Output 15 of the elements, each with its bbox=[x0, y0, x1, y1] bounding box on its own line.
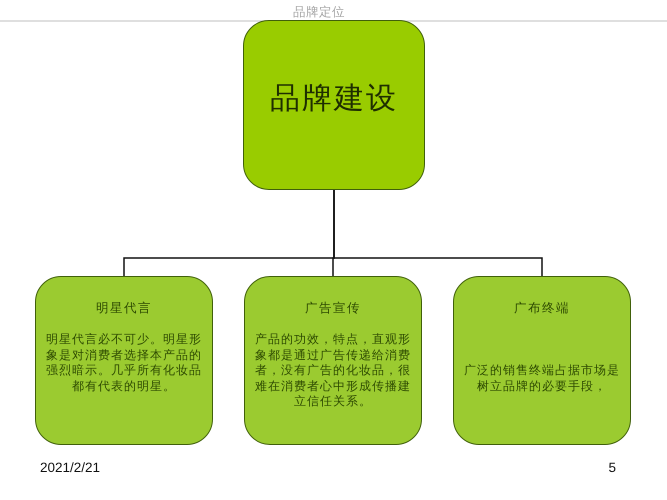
title-box bbox=[243, 20, 425, 190]
box-text: 广泛的销售终端占据市场是树立品牌的必要手段， bbox=[464, 363, 620, 394]
box-text: 明星代言必不可少。明星形象是对消费者选择本产品的强烈暗示。几乎所有化妆品都有代表的明星。 bbox=[46, 332, 202, 394]
box-text: 产品的功效，特点，直观形象都是通过广告传递给消费者，没有广告的化妆品，很难在消费者心中形成传播建立信任关系。 bbox=[255, 332, 411, 410]
box-heading: 广告宣传 bbox=[304, 300, 362, 316]
content-box bbox=[244, 276, 422, 445]
box-heading: 品牌建设 bbox=[269, 81, 399, 117]
page-title: 品牌定位 bbox=[293, 5, 345, 19]
date-text: 2021/2/21 bbox=[40, 460, 100, 475]
content-box bbox=[453, 276, 631, 445]
content-box bbox=[35, 276, 213, 445]
box-heading: 广布终端 bbox=[513, 300, 571, 316]
box-heading: 明星代言 bbox=[95, 300, 153, 316]
connector-line bbox=[333, 190, 543, 276]
page-number: 5 bbox=[608, 460, 616, 475]
